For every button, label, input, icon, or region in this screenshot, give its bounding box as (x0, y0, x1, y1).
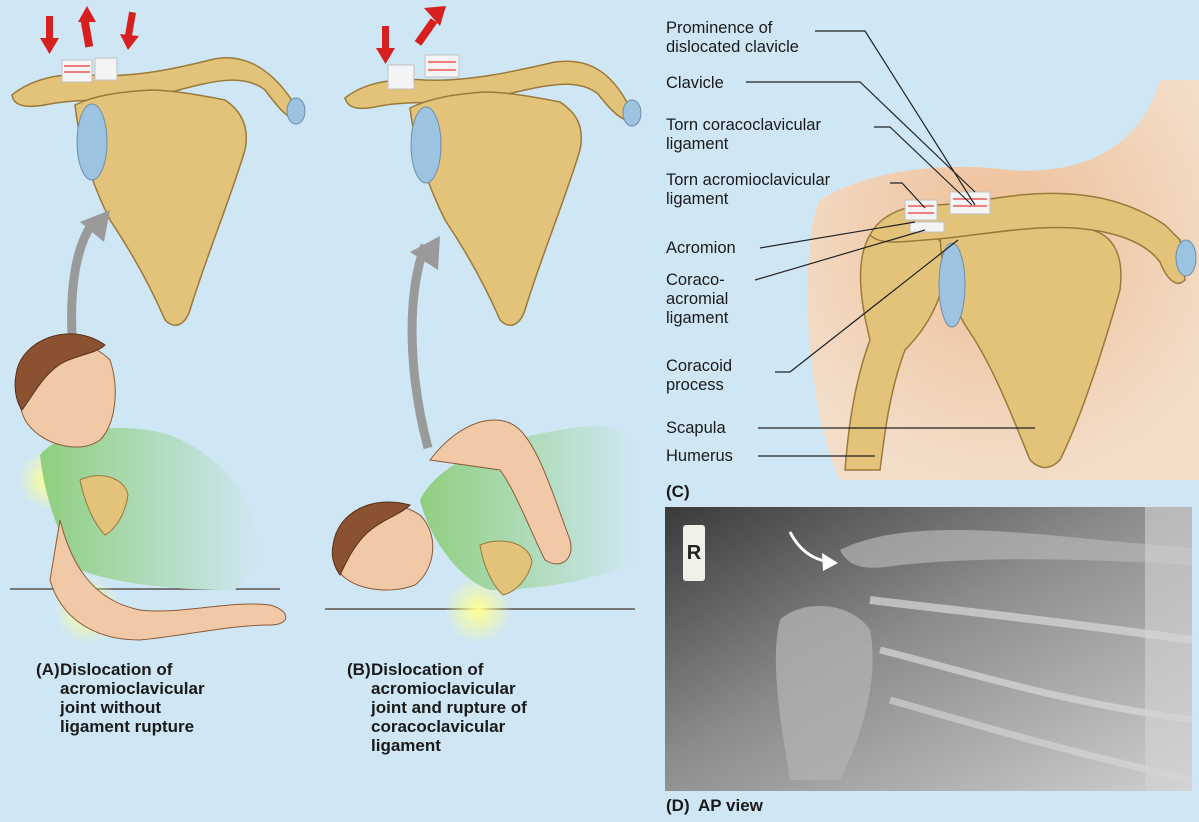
label-humerus: Humerus (666, 447, 733, 466)
label-torn-acromioclavicular: Torn acromioclavicular ligament (666, 171, 830, 209)
panel-c-shoulder-illustration (807, 80, 1199, 480)
panel-d-tag: (D) (666, 796, 690, 815)
panel-c-tag: (C) (666, 482, 690, 501)
panel-b-figure (325, 420, 640, 644)
gray-arrow-icon (72, 220, 95, 335)
clavicle-end-cartilage (1176, 240, 1196, 276)
label-acromion: Acromion (666, 239, 736, 258)
label-coracoid: Coracoid process (666, 357, 732, 395)
panel-b-text: Dislocation of acromioclavicular joint a… (371, 660, 527, 755)
red-arrow-down-icon (40, 16, 59, 54)
label-torn-coracoclavicular: Torn coracoclavicular ligament (666, 116, 821, 154)
glenoid-cartilage (411, 107, 441, 183)
label-coracoacromial: Coraco- acromial ligament (666, 271, 728, 328)
panel-a-figure (10, 334, 286, 644)
gray-arrow-icon (412, 245, 428, 448)
panel-d-caption: (D) AP view (666, 796, 866, 818)
glenoid-cartilage (77, 104, 107, 180)
panel-a-tag: (A) (36, 660, 60, 679)
panel-b-tag: (B) (347, 660, 371, 679)
label-scapula: Scapula (666, 419, 726, 438)
panel-b-scapula-illustration (345, 6, 641, 448)
label-clavicle: Clavicle (666, 74, 724, 93)
panel-d-text: AP view (698, 796, 763, 815)
coracoacromial-ligament (910, 222, 944, 232)
red-arrow-up-right-icon (415, 6, 446, 46)
panel-a-scapula-illustration (12, 6, 305, 335)
label-prominence: Prominence of dislocated clavicle (666, 19, 799, 57)
clavicle-end-cartilage (287, 98, 305, 124)
xray-side-marker: R (683, 525, 705, 581)
panel-d-xray-image (665, 507, 1192, 791)
panel-a-caption: (A) Dislocation of acromioclavicular joi… (36, 660, 296, 760)
ac-ligament (388, 65, 414, 89)
cc-ligament-torn (425, 55, 459, 77)
clavicle-end-cartilage (623, 100, 641, 126)
red-arrow-down-icon (120, 12, 139, 50)
panel-a-text: Dislocation of acromioclavicular joint w… (60, 660, 205, 736)
glenoid-cartilage (939, 243, 965, 327)
panel-b-caption: (B) Dislocation of acromioclavicular joi… (347, 660, 607, 780)
ac-ligament (95, 58, 117, 80)
red-arrow-up-icon (78, 6, 96, 47)
panel-c-caption: (C) (666, 482, 726, 504)
red-arrow-down-icon (376, 26, 395, 64)
